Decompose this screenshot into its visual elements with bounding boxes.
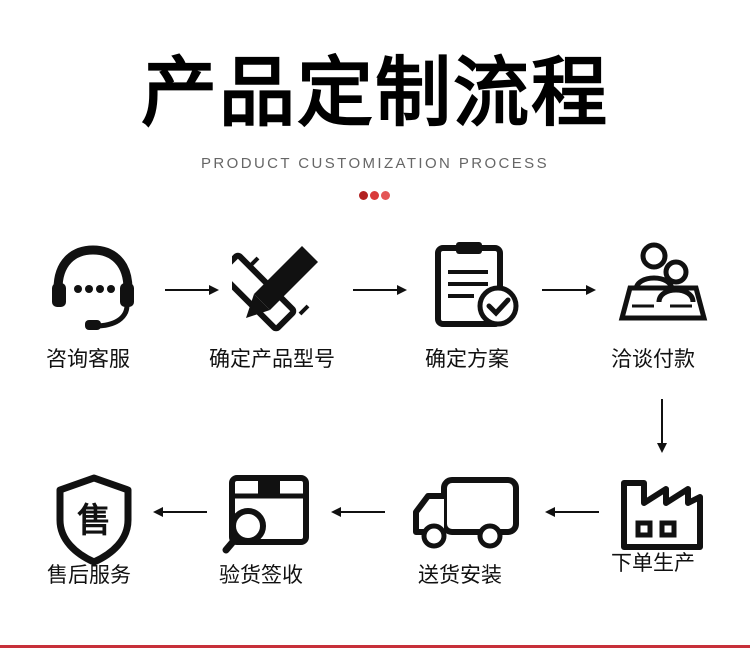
arrow-right-1 xyxy=(165,285,219,295)
pencil-ruler-icon xyxy=(232,246,318,332)
delivery-truck-icon xyxy=(413,477,519,549)
meeting-people-icon xyxy=(618,242,708,321)
page-title: 产品定制流程 xyxy=(141,48,609,137)
page-subtitle: PRODUCT CUSTOMIZATION PROCESS xyxy=(201,155,549,172)
arrow-right-3 xyxy=(542,285,596,295)
box-inspect-icon xyxy=(222,475,309,554)
after-sales-shield-icon: 售 xyxy=(56,474,132,566)
step-label-consult: 咨询客服 xyxy=(46,347,130,371)
svg-text:售: 售 xyxy=(77,501,111,541)
clipboard-check-icon xyxy=(435,242,519,327)
step-label-inspect-sign: 验货签收 xyxy=(219,563,303,587)
step-label-confirm-plan: 确定方案 xyxy=(425,347,509,371)
dot-1 xyxy=(359,191,368,200)
step-label-negotiate: 洽谈付款 xyxy=(611,347,695,371)
dot-3 xyxy=(381,191,390,200)
arrow-left-1 xyxy=(545,507,599,517)
decorative-dots xyxy=(359,191,390,200)
factory-icon xyxy=(621,480,703,550)
step-label-order-production: 下单生产 xyxy=(611,551,695,575)
arrow-right-2 xyxy=(353,285,407,295)
dot-2 xyxy=(370,191,379,200)
arrow-left-3 xyxy=(153,507,207,517)
headset-icon xyxy=(52,245,134,330)
step-label-confirm-model: 确定产品型号 xyxy=(209,347,335,371)
step-label-after-sales: 售后服务 xyxy=(47,563,131,587)
bottom-accent-line xyxy=(0,645,750,648)
arrow-down xyxy=(657,399,667,453)
arrow-left-2 xyxy=(331,507,385,517)
step-label-delivery: 送货安装 xyxy=(418,563,502,587)
